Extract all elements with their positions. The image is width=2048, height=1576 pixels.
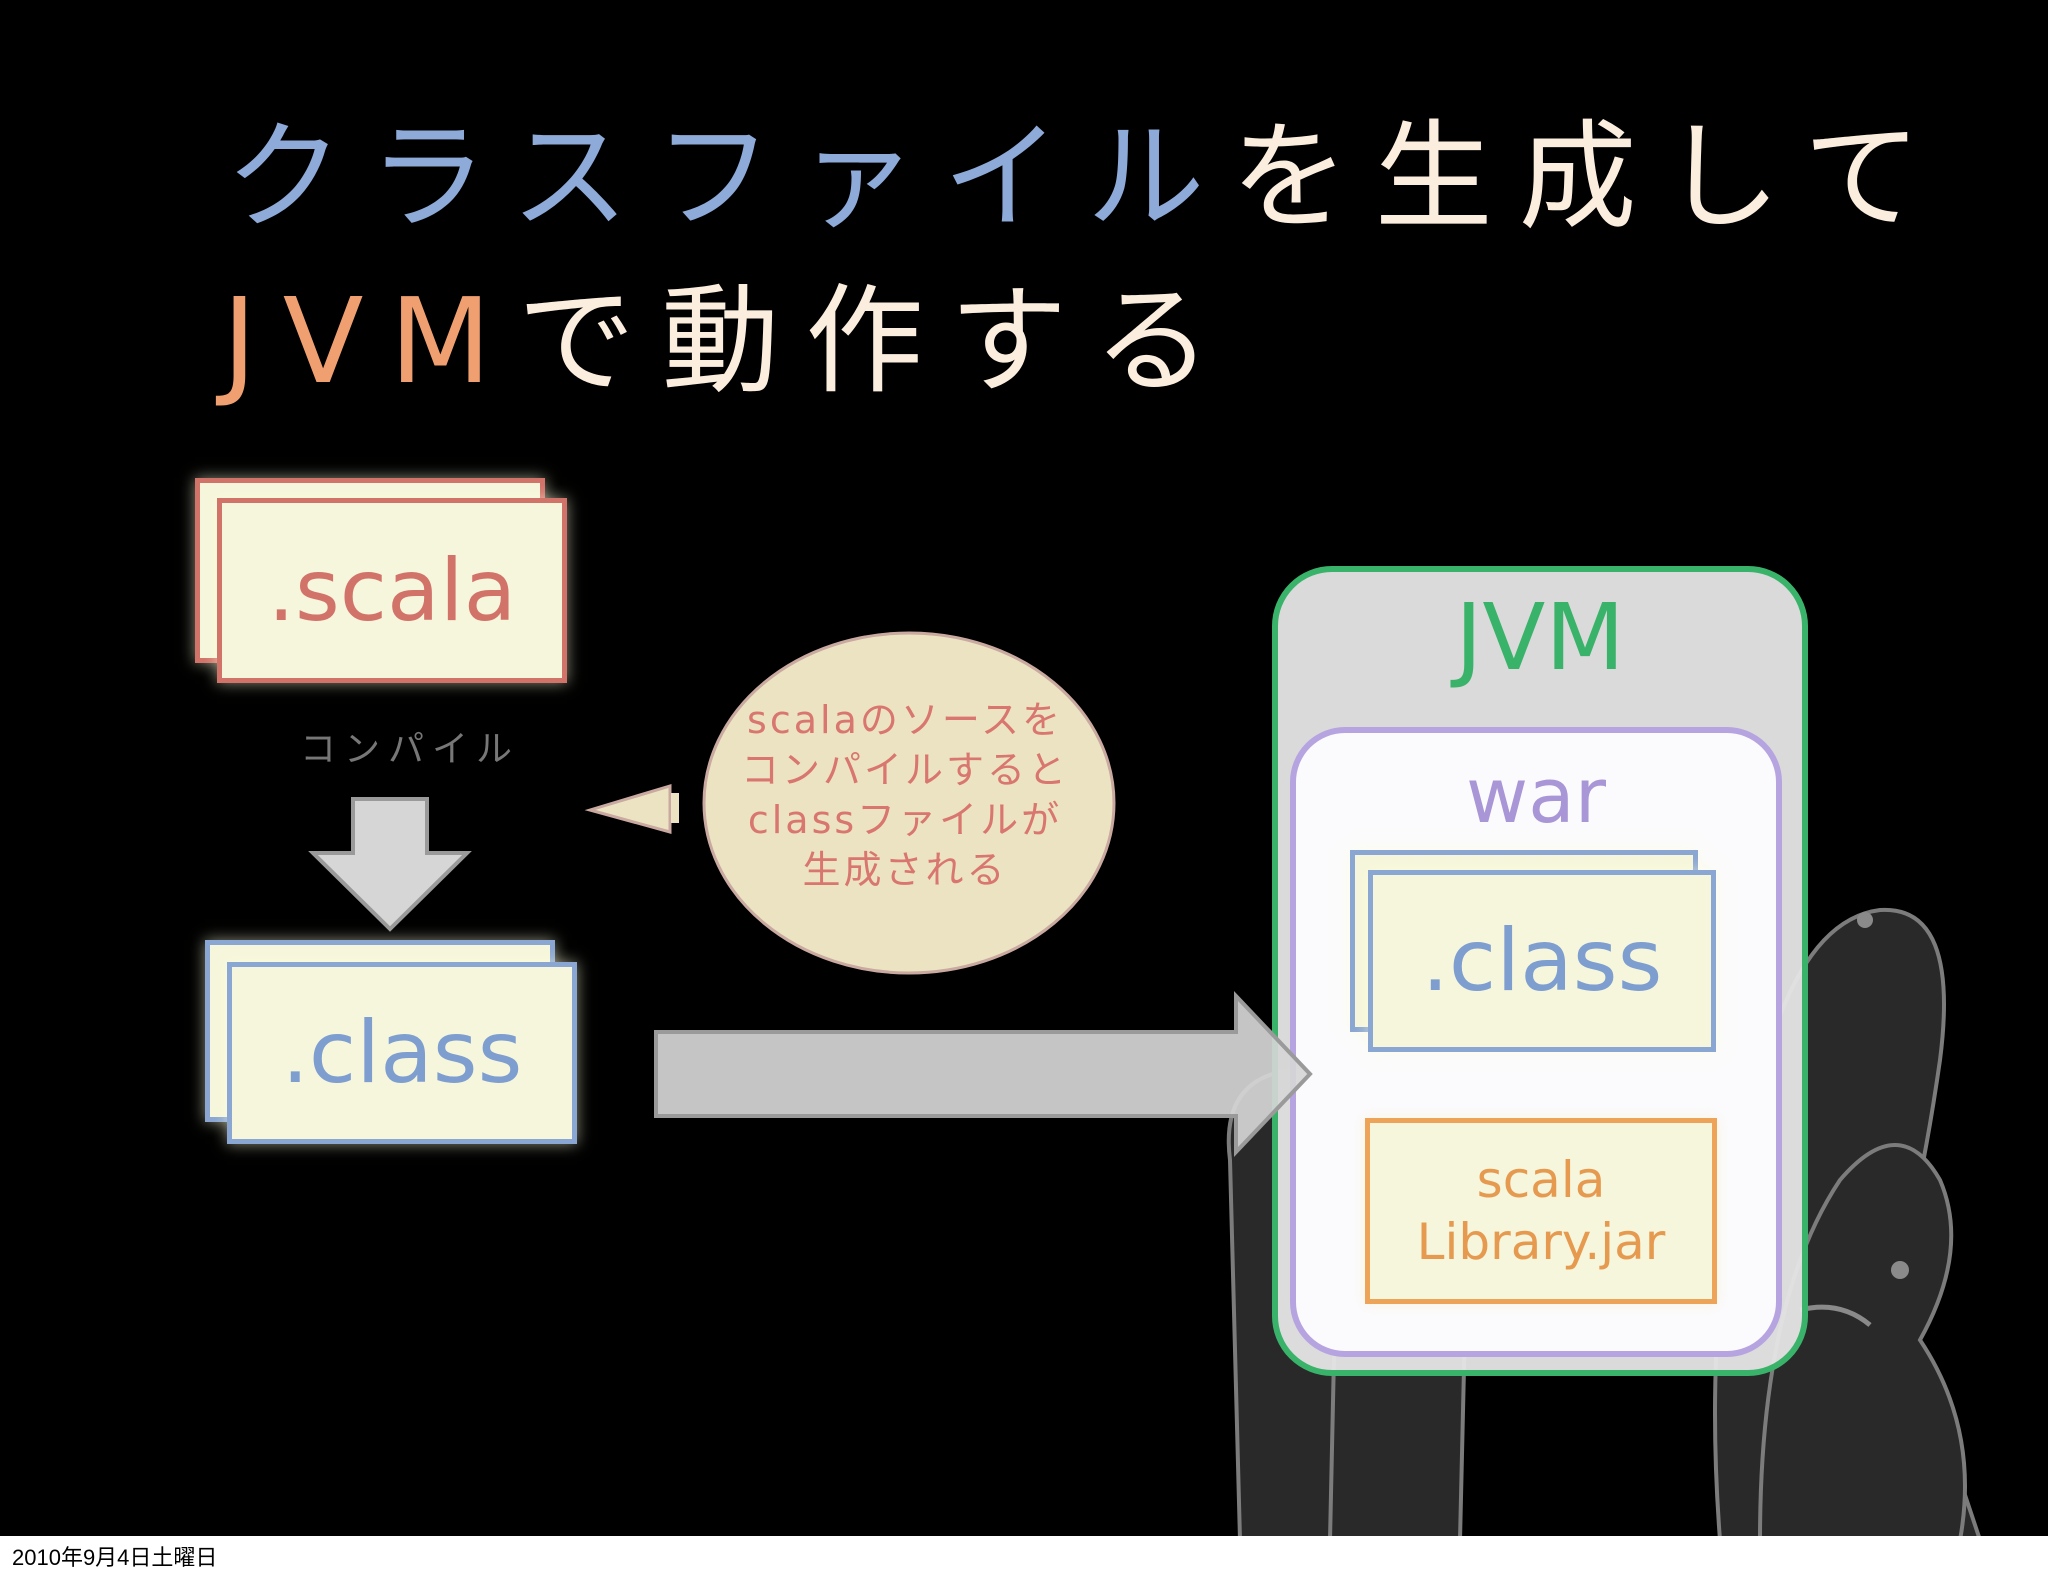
class-file-card: .class [227, 962, 577, 1144]
jvm-label: JVM [1455, 584, 1625, 691]
war-label: war [1466, 751, 1606, 840]
deploy-right-arrow [654, 990, 1313, 1158]
slide: クラスファイルを生成して JVMで動作する .scala コンパイル .clas… [0, 0, 2048, 1536]
title-text-generate: を生成して [1230, 108, 1948, 246]
slide-title-line-1: クラスファイルを生成して [225, 118, 1947, 236]
speech-bubble [584, 631, 1116, 975]
speech-bubble-text: scalaのソースを コンパイルすると classファイルが 生成される [690, 695, 1120, 895]
slide-title-line-2: JVMで動作する [222, 282, 1237, 400]
character-eye [1857, 912, 1873, 928]
title-text-jvm: JVM [222, 272, 518, 410]
scala-file-card: .scala [217, 498, 567, 683]
bubble-line: scalaのソースを [747, 698, 1063, 742]
compile-down-arrow [308, 797, 472, 932]
bubble-line: 生成される [802, 848, 1008, 892]
jar-label-line-2: Library.jar [1416, 1213, 1666, 1271]
war-class-file-card: .class [1368, 870, 1716, 1052]
character-eye [1891, 1261, 1909, 1279]
bubble-line: コンパイルすると [740, 748, 1069, 792]
class-file-label: .class [281, 1003, 523, 1103]
scala-file-label: .scala [267, 540, 517, 641]
compile-label: コンパイル [300, 729, 521, 770]
bubble-line: classファイルが [747, 798, 1063, 842]
title-text-class-file: クラスファイル [225, 108, 1231, 246]
footer-date: 2010年9月4日土曜日 [12, 1545, 218, 1570]
title-text-run: で動作する [517, 272, 1238, 410]
jar-label-line-1: scala [1476, 1150, 1606, 1209]
war-class-file-label: .class [1421, 911, 1663, 1011]
scala-library-jar-card: scala Library.jar [1365, 1118, 1717, 1304]
